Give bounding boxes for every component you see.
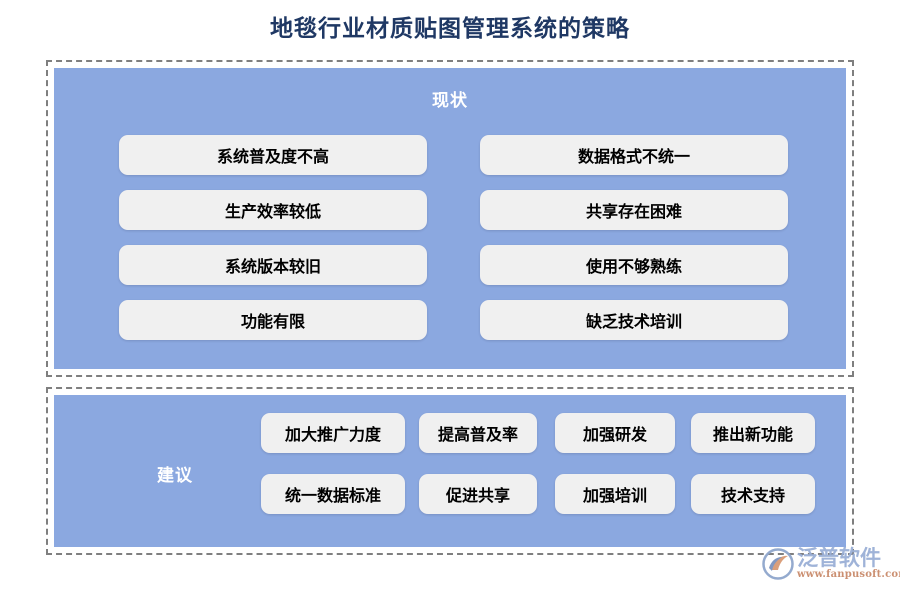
status-item-left-3[interactable]: 系统版本较旧	[119, 245, 427, 285]
status-item-left-1[interactable]: 系统普及度不高	[119, 135, 427, 175]
watermark-url: www.fanpusoft.com	[797, 569, 900, 580]
status-section-heading: 现状	[432, 91, 468, 111]
status-section-frame	[46, 60, 854, 377]
advice-item-2-4[interactable]: 技术支持	[691, 474, 815, 514]
status-item-right-3[interactable]: 使用不够熟练	[480, 245, 788, 285]
watermark-logo: 泛普软件 www.fanpusoft.com	[762, 540, 900, 588]
status-item-right-1[interactable]: 数据格式不统一	[480, 135, 788, 175]
status-item-left-2[interactable]: 生产效率较低	[119, 190, 427, 230]
advice-item-1-4[interactable]: 推出新功能	[691, 413, 815, 453]
watermark-text-block: 泛普软件 www.fanpusoft.com	[797, 547, 900, 581]
advice-item-2-3[interactable]: 加强培训	[555, 474, 675, 514]
advice-item-2-1[interactable]: 统一数据标准	[261, 474, 405, 514]
advice-section-heading: 建议	[157, 466, 193, 486]
advice-section-frame	[46, 387, 854, 555]
page-title: 地毯行业材质贴图管理系统的策略	[270, 16, 630, 42]
status-item-right-4[interactable]: 缺乏技术培训	[480, 300, 788, 340]
advice-item-1-3[interactable]: 加强研发	[555, 413, 675, 453]
status-item-right-2[interactable]: 共享存在困难	[480, 190, 788, 230]
advice-item-1-1[interactable]: 加大推广力度	[261, 413, 405, 453]
status-item-left-4[interactable]: 功能有限	[119, 300, 427, 340]
watermark-brand-name: 泛普软件	[797, 546, 881, 570]
fanpu-circle-logo-icon	[762, 548, 794, 580]
advice-item-1-2[interactable]: 提高普及率	[419, 413, 537, 453]
advice-item-2-2[interactable]: 促进共享	[419, 474, 537, 514]
